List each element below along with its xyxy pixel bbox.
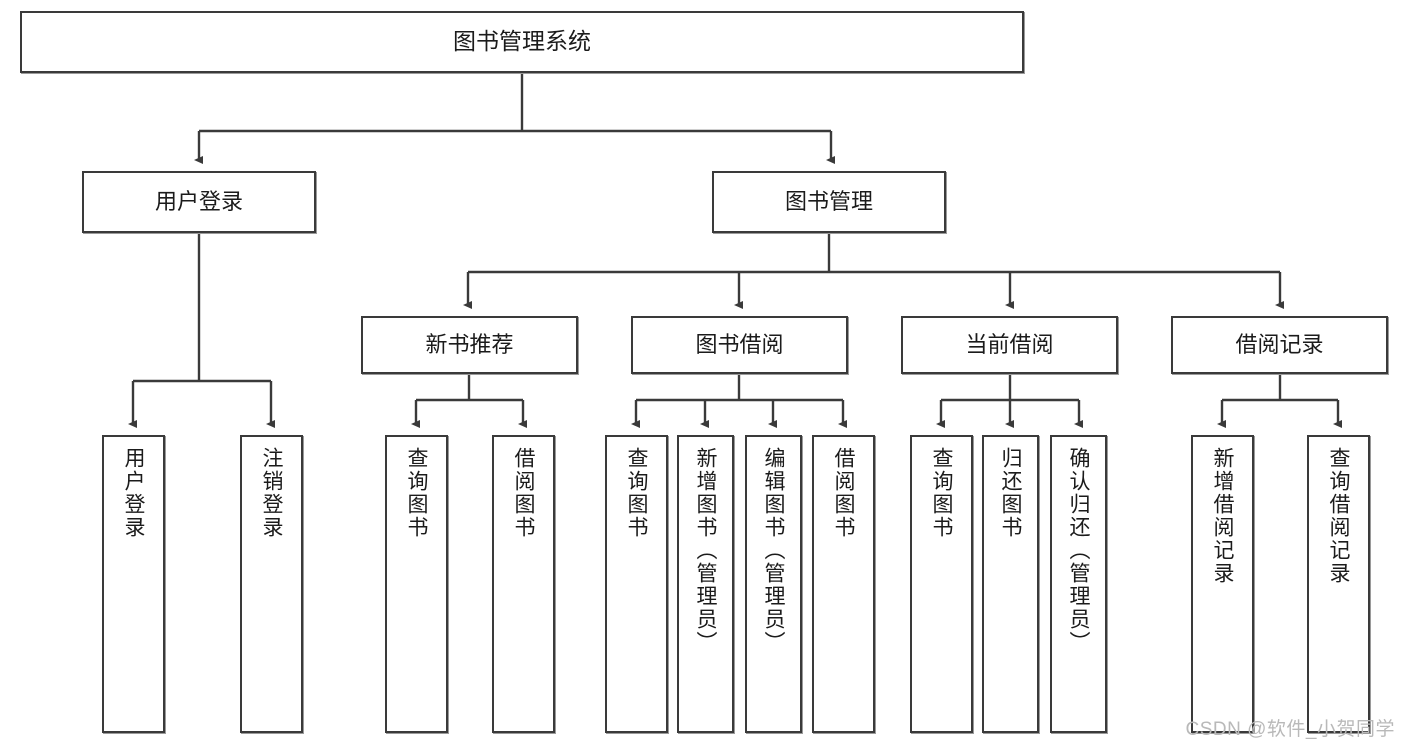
node-borrow-record[interactable]: 借阅记录: [1171, 316, 1388, 374]
node-label: 新增图书（管理员）: [694, 447, 717, 654]
node-label: 编辑图书（管理员）: [762, 447, 785, 654]
leaf-current-borrow-confirm[interactable]: 确认归还（管理员）: [1050, 435, 1107, 733]
leaf-current-borrow-return[interactable]: 归还图书: [982, 435, 1039, 733]
leaf-book-borrow-query[interactable]: 查询图书: [605, 435, 668, 733]
node-current-borrow[interactable]: 当前借阅: [901, 316, 1118, 374]
node-label: 用户登录: [122, 447, 145, 539]
node-label: 确认归还（管理员）: [1067, 447, 1090, 654]
leaf-borrow-record-add[interactable]: 新增借阅记录: [1191, 435, 1254, 733]
leaf-user-login-logout[interactable]: 注销登录: [240, 435, 303, 733]
node-new-book-recommend[interactable]: 新书推荐: [361, 316, 578, 374]
leaf-new-book-borrow[interactable]: 借阅图书: [492, 435, 555, 733]
node-label: 注销登录: [260, 447, 283, 539]
node-label: 用户登录: [154, 189, 243, 215]
leaf-book-borrow-borrow[interactable]: 借阅图书: [812, 435, 875, 733]
node-label: 图书管理: [784, 189, 873, 215]
node-label: 借阅图书: [832, 447, 855, 539]
node-label: 查询图书: [625, 447, 648, 539]
leaf-book-borrow-add[interactable]: 新增图书（管理员）: [677, 435, 734, 733]
node-label: 图书借阅: [695, 332, 784, 358]
node-book-management[interactable]: 图书管理: [712, 171, 946, 233]
node-label: 借阅记录: [1235, 332, 1324, 358]
node-label: 新书推荐: [425, 332, 514, 358]
leaf-borrow-record-query[interactable]: 查询借阅记录: [1307, 435, 1370, 733]
node-root-system[interactable]: 图书管理系统: [20, 11, 1024, 73]
leaf-book-borrow-edit[interactable]: 编辑图书（管理员）: [745, 435, 802, 733]
node-label: 当前借阅: [965, 332, 1054, 358]
node-label: 归还图书: [999, 447, 1022, 539]
node-label: 查询图书: [405, 447, 428, 539]
node-label: 查询图书: [930, 447, 953, 539]
node-label: 图书管理系统: [453, 28, 591, 55]
leaf-user-login-login[interactable]: 用户登录: [102, 435, 165, 733]
node-label: 新增借阅记录: [1211, 447, 1234, 585]
leaf-current-borrow-query[interactable]: 查询图书: [910, 435, 973, 733]
node-book-borrow[interactable]: 图书借阅: [631, 316, 848, 374]
node-label: 查询借阅记录: [1327, 447, 1350, 585]
node-user-login[interactable]: 用户登录: [82, 171, 316, 233]
node-label: 借阅图书: [512, 447, 535, 539]
watermark-text: CSDN @软件_小贺同学: [1185, 719, 1395, 740]
leaf-new-book-query[interactable]: 查询图书: [385, 435, 448, 733]
